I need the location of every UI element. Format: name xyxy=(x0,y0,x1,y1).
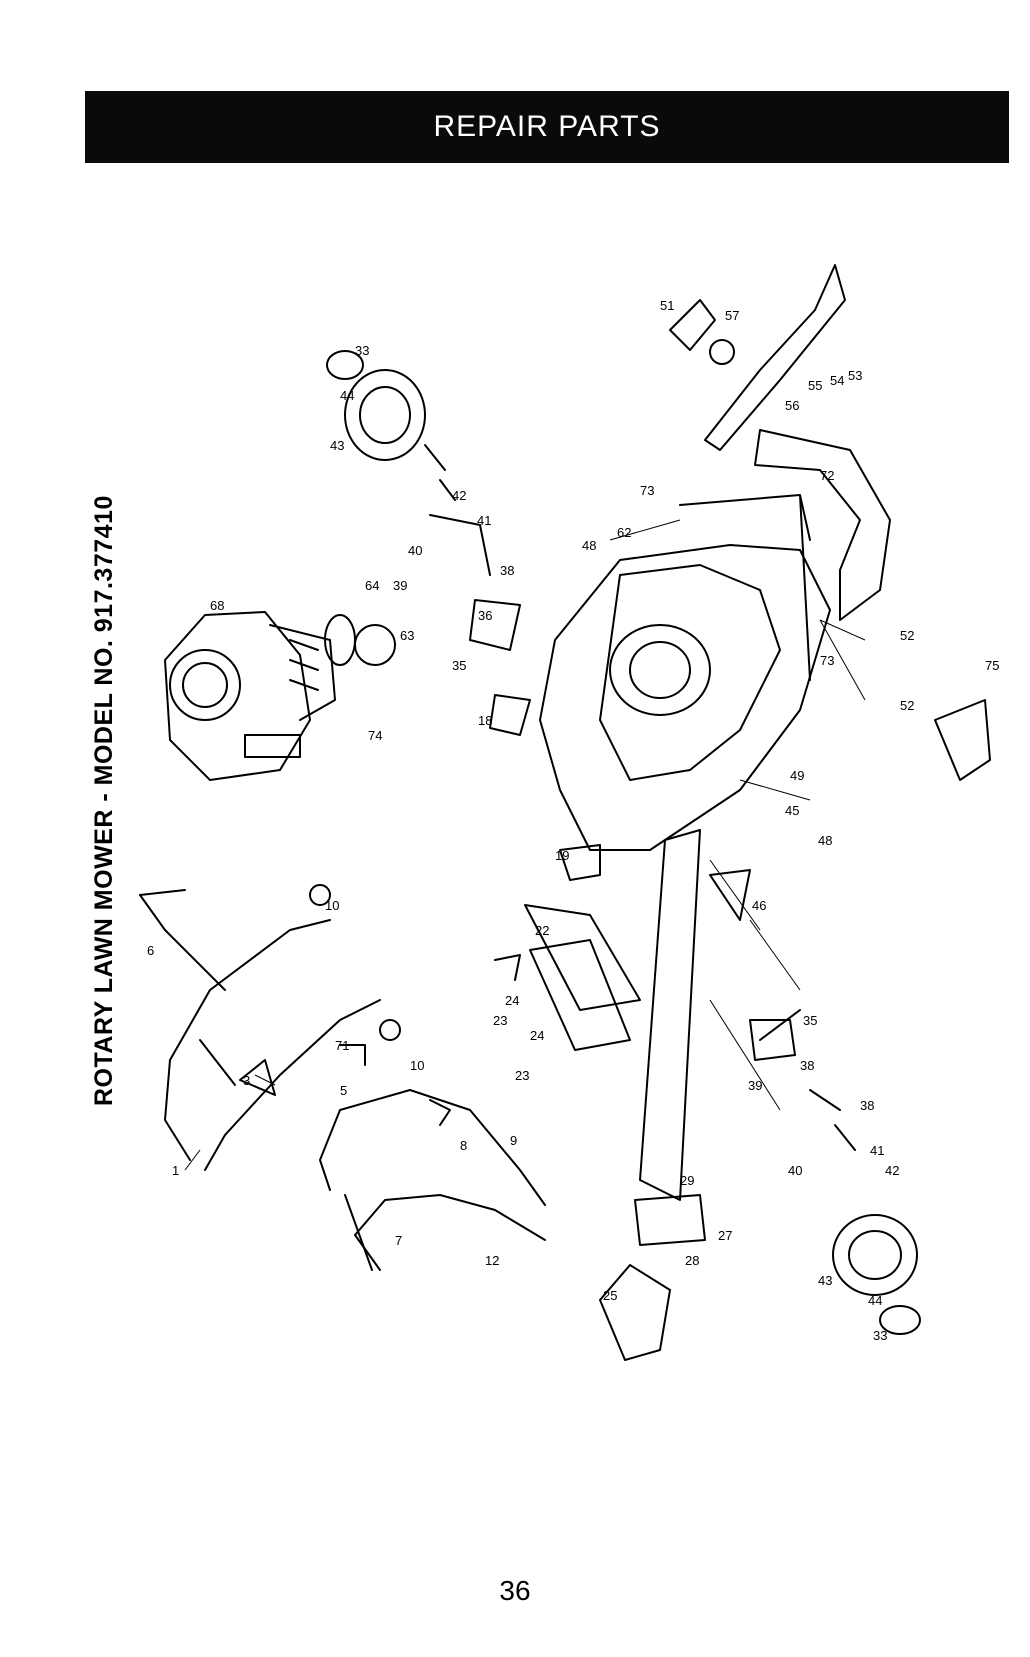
callout-38-lower: 38 xyxy=(860,1098,874,1113)
callout-22: 22 xyxy=(535,923,549,938)
lower-handle-drawing xyxy=(320,1090,545,1270)
callout-5: 5 xyxy=(340,1083,347,1098)
callout-38-mid: 38 xyxy=(800,1058,814,1073)
callout-38-upper: 38 xyxy=(500,563,514,578)
rear-chute-drawing xyxy=(530,830,705,1245)
callout-35-upper: 35 xyxy=(452,658,466,673)
callout-33-upper: 33 xyxy=(355,343,369,358)
upper-handle-drawing xyxy=(140,890,380,1170)
callout-27: 27 xyxy=(718,1228,732,1243)
callout-41-upper: 41 xyxy=(477,513,491,528)
callout-72: 72 xyxy=(820,468,834,483)
callout-39-lower: 39 xyxy=(748,1078,762,1093)
callout-75: 75 xyxy=(985,658,999,673)
callout-43-lower: 43 xyxy=(818,1273,832,1288)
callout-12: 12 xyxy=(485,1253,499,1268)
callout-63: 63 xyxy=(400,628,414,643)
callout-53: 53 xyxy=(848,368,862,383)
callout-71: 71 xyxy=(335,1038,349,1053)
callout-10-lower: 10 xyxy=(410,1058,424,1073)
callout-73-lower: 73 xyxy=(820,653,834,668)
part-24-drawing xyxy=(495,955,520,980)
callout-46: 46 xyxy=(752,898,766,913)
knob-10-lower-drawing xyxy=(380,1020,400,1040)
callout-51: 51 xyxy=(660,298,674,313)
callout-57: 57 xyxy=(725,308,739,323)
blade-drawing xyxy=(670,265,845,450)
bolt-8-drawing xyxy=(430,1100,450,1125)
page-number: 36 xyxy=(0,1575,1030,1607)
callout-39-upper: 39 xyxy=(393,578,407,593)
callout-23-lower: 23 xyxy=(515,1068,529,1083)
callout-48-lower: 48 xyxy=(818,833,832,848)
callout-9: 9 xyxy=(510,1133,517,1148)
callout-40-upper: 40 xyxy=(408,543,422,558)
callout-6: 6 xyxy=(147,943,154,958)
callout-45: 45 xyxy=(785,803,799,818)
rear-skirt-drawing xyxy=(755,430,890,620)
callout-49: 49 xyxy=(790,768,804,783)
plate-46-drawing xyxy=(710,870,750,920)
callout-33-lower: 33 xyxy=(873,1328,887,1343)
grass-bag-drawing xyxy=(600,1265,670,1360)
callout-24-lower: 24 xyxy=(530,1028,544,1043)
callout-1: 1 xyxy=(172,1163,179,1178)
baffle-drawing xyxy=(525,905,640,1010)
callout-25: 25 xyxy=(603,1288,617,1303)
bracket-18-drawing xyxy=(490,695,530,735)
callout-7: 7 xyxy=(395,1233,402,1248)
label-75-drawing xyxy=(935,700,990,780)
callout-43-upper: 43 xyxy=(330,438,344,453)
callout-10-upper: 10 xyxy=(325,898,339,913)
callout-54: 54 xyxy=(830,373,844,388)
callout-56: 56 xyxy=(785,398,799,413)
callout-64: 64 xyxy=(365,578,379,593)
callout-52-lower: 52 xyxy=(900,698,914,713)
callout-42-upper: 42 xyxy=(452,488,466,503)
callout-52-upper: 52 xyxy=(900,628,914,643)
callout-44-upper: 44 xyxy=(340,388,354,403)
engine-drawing xyxy=(165,612,335,780)
callout-42-lower: 42 xyxy=(885,1163,899,1178)
callout-68: 68 xyxy=(210,598,224,613)
callout-55: 55 xyxy=(808,378,822,393)
callout-44-lower: 44 xyxy=(868,1293,882,1308)
callout-18: 18 xyxy=(478,713,492,728)
callout-62: 62 xyxy=(617,525,631,540)
pulley-63-drawing xyxy=(355,625,395,665)
callout-3: 3 xyxy=(243,1073,250,1088)
callout-40-lower: 40 xyxy=(788,1163,802,1178)
bracket-35-lower-drawing xyxy=(750,1020,795,1060)
callout-48-upper: 48 xyxy=(582,538,596,553)
callout-73-upper: 73 xyxy=(640,483,654,498)
callout-36: 36 xyxy=(478,608,492,623)
callout-28: 28 xyxy=(685,1253,699,1268)
callout-29: 29 xyxy=(680,1173,694,1188)
callout-35-lower: 35 xyxy=(803,1013,817,1028)
callout-74: 74 xyxy=(368,728,382,743)
front-wheel-upper xyxy=(327,351,490,575)
callout-24-upper: 24 xyxy=(505,993,519,1008)
callout-19: 19 xyxy=(555,848,569,863)
callout-23-upper: 23 xyxy=(493,1013,507,1028)
callout-8: 8 xyxy=(460,1138,467,1153)
callout-41-lower: 41 xyxy=(870,1143,884,1158)
